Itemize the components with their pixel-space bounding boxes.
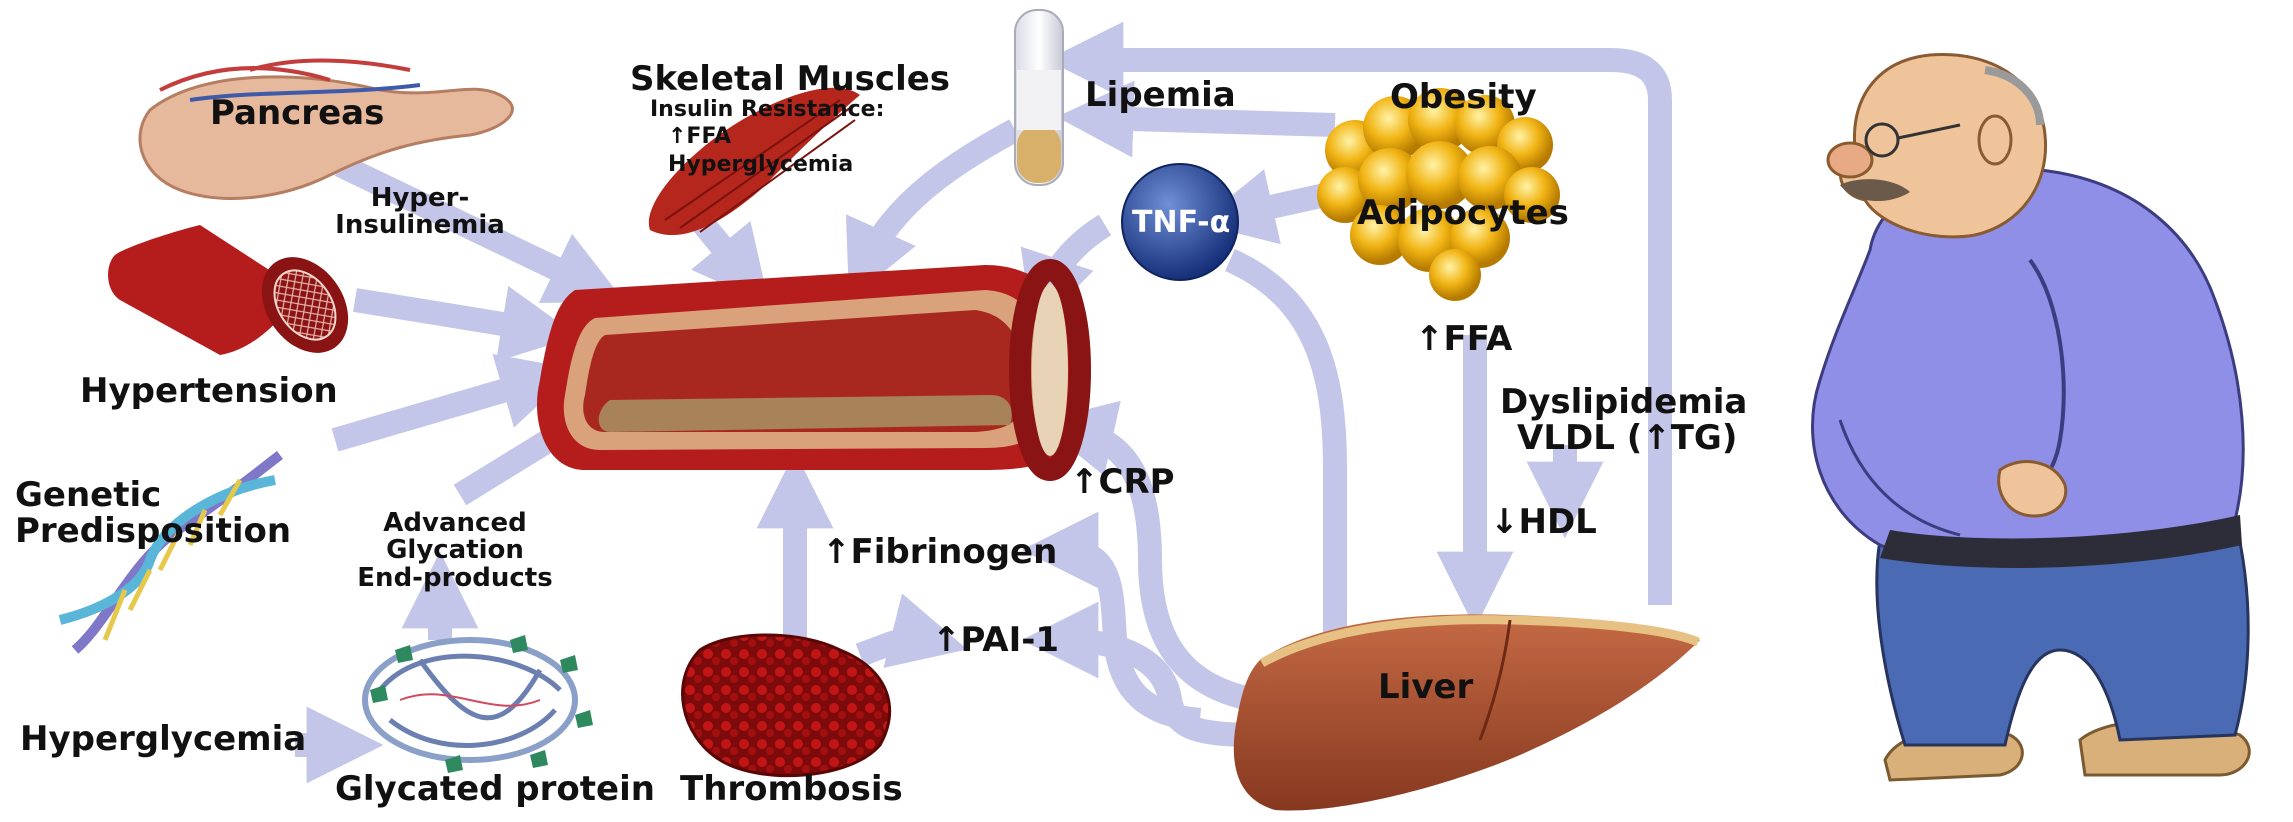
label-pancreas: Pancreas [210,96,384,132]
arrow-adipocyte-tnf [1235,195,1325,215]
label-thrombosis: Thrombosis [680,772,903,808]
label-age-line1: Advanced [340,510,570,537]
test-tube [1015,10,1063,185]
label-obesity: Obesity [1390,80,1537,116]
arrow-adipocyte-lipemia [1095,118,1335,125]
label-hyperinsulinemia-line2: Insulinemia [330,212,510,239]
arrow-thrombosis-pai [860,638,930,655]
arrow-hypertension-vessel [355,300,540,330]
label-ffa: ↑FFA [1415,322,1512,358]
label-hyperinsulinemia-line1: Hyper- [330,185,510,212]
label-muscle-ffa: ↑FFA [668,125,731,148]
hypertension-vessel [108,225,366,369]
label-hyperglycemia: Hyperglycemia [20,722,306,758]
label-insulin-resistance: Insulin Resistance: [650,98,884,121]
label-glycated-protein: Glycated protein [335,772,655,808]
arrow-lipemia-vessel [865,130,1015,265]
label-age-line3: End-products [340,565,570,592]
label-crp: ↑CRP [1070,465,1175,501]
label-hypertension: Hypertension [80,374,338,410]
arrow-genetic-vessel [335,380,540,440]
cartoon-obese-man [1813,54,2250,780]
label-pai1: ↑PAI-1 [932,623,1059,659]
label-adipocytes: Adipocytes [1357,196,1569,232]
glycated-protein-network [365,635,593,773]
label-lipemia: Lipemia [1085,78,1236,114]
label-hdl: ↓HDL [1490,505,1597,541]
label-liver: Liver [1378,670,1473,706]
label-hyperinsulinemia: Hyper- Insulinemia [330,185,510,240]
label-vldl: VLDL (↑TG) [1517,421,1737,457]
liver-organ [1234,614,1700,810]
label-genetic-line1: Genetic [15,478,291,514]
blood-vessel [537,265,1085,470]
label-fibrinogen: ↑Fibrinogen [822,535,1057,571]
label-genetic-line2: Predisposition [15,514,291,550]
label-tnf-alpha: TNF-α [1132,207,1230,239]
arrow-tnf-liver [1230,260,1335,690]
label-age-line2: Glycation [340,537,570,564]
label-genetic-predisposition: Genetic Predisposition [15,478,291,549]
label-muscle-hyperglycemia: Hyperglycemia [668,153,853,176]
label-advanced-glycation: Advanced Glycation End-products [340,510,570,592]
thrombosis-clot [683,635,890,776]
label-skeletal-muscles: Skeletal Muscles [630,62,950,98]
label-dyslipidemia: Dyslipidemia [1500,385,1747,421]
